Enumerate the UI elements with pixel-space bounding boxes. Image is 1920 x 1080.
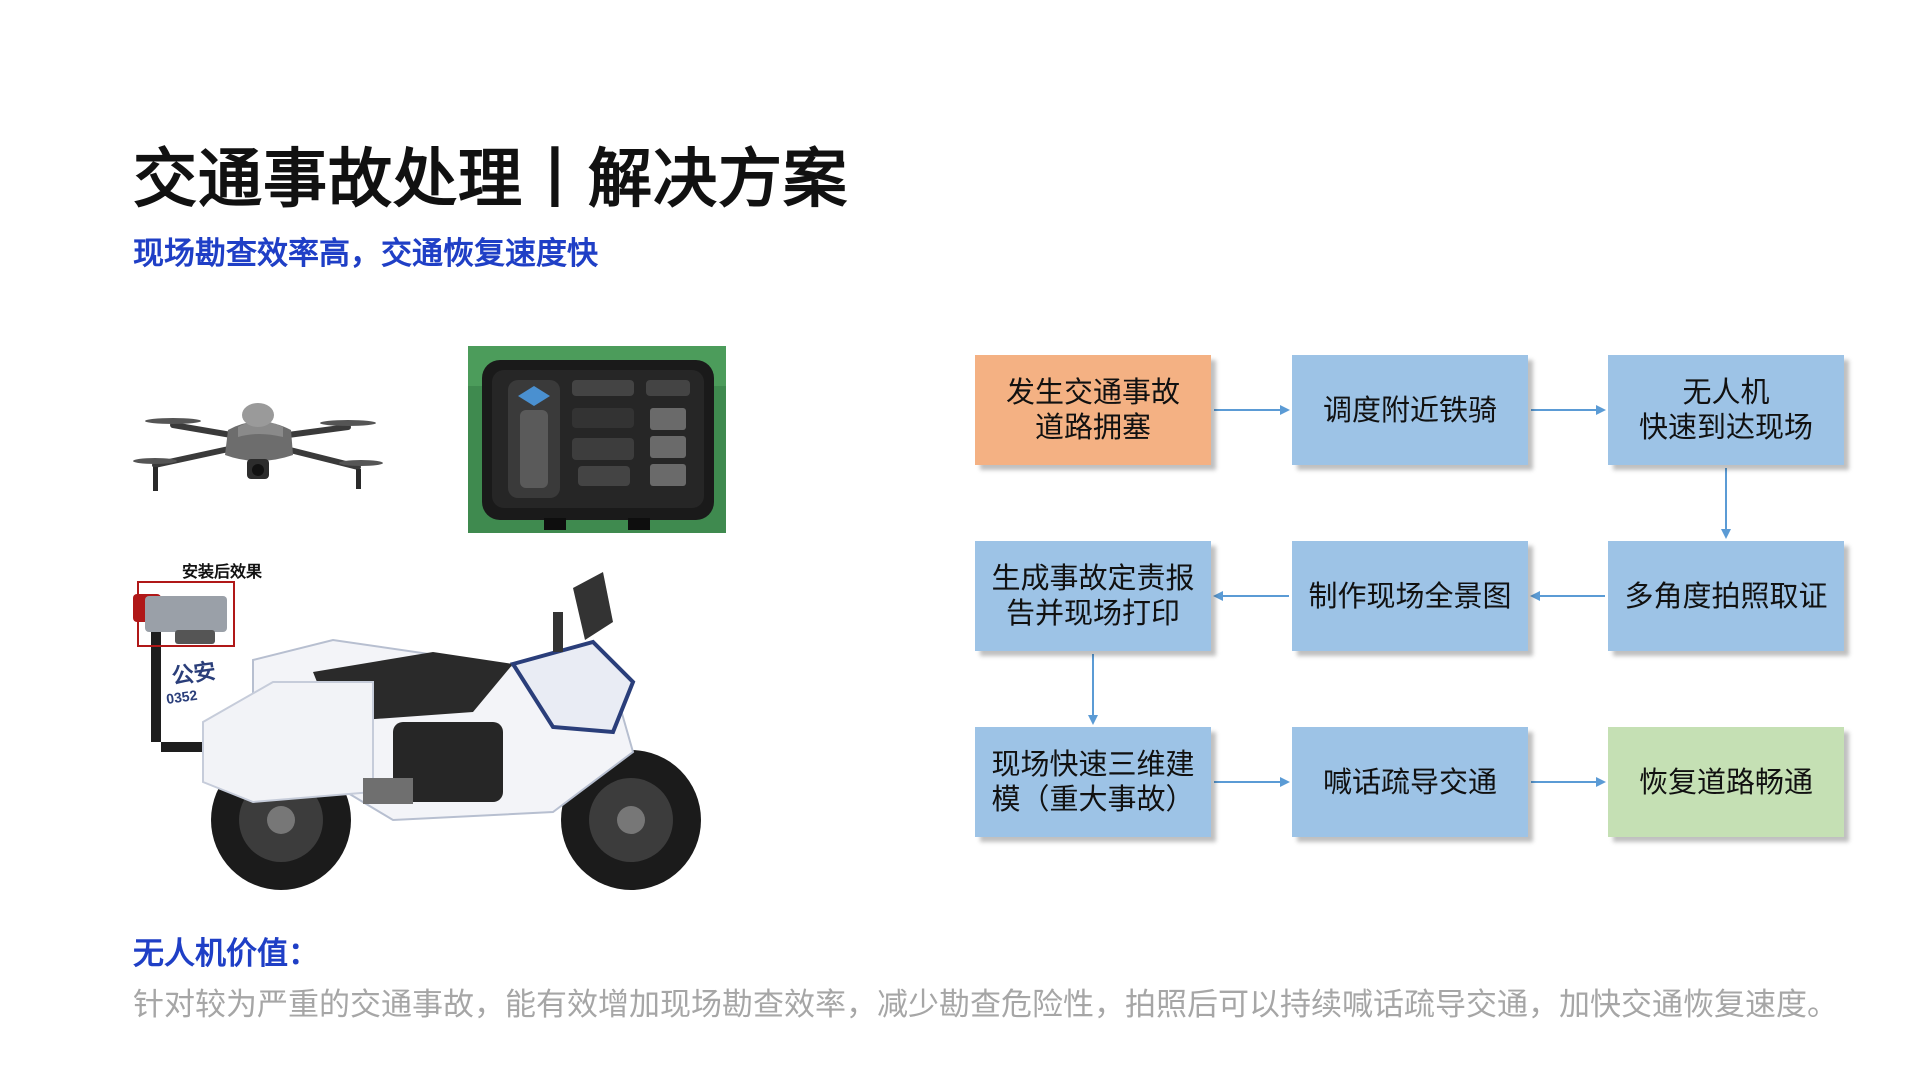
value-body: 针对较为严重的交通事故，能有效增加现场勘查效率，减少勘查危险性，拍照后可以持续喊…: [133, 987, 1838, 1023]
flow-step-3d-model: 现场快速三维建 模（重大事故）: [975, 727, 1211, 837]
workflow-flowchart: 发生交通事故 道路拥塞 调度附近铁骑 无人机 快速到达现场 多角度拍照取证 制作…: [970, 350, 1860, 850]
flow-arrows: [1088, 405, 1731, 787]
drone-icon: [133, 403, 383, 491]
flow-step-arrive: 无人机 快速到达现场: [1608, 355, 1844, 465]
value-heading: 无人机价值：: [133, 936, 319, 972]
drone-case-icon: [468, 346, 726, 533]
flow-step-panorama: 制作现场全景图: [1292, 541, 1528, 651]
motorcycle-decal: 公安: [170, 658, 217, 689]
flow-step-photograph: 多角度拍照取证: [1608, 541, 1844, 651]
page-title: 交通事故处理丨解决方案: [133, 143, 848, 217]
flow-step-dispatch: 调度附近铁骑: [1292, 355, 1528, 465]
police-motorcycle-icon: 公安 0352: [133, 572, 701, 890]
flow-step-restore: 恢复道路畅通: [1608, 727, 1844, 837]
motorcycle-label: 安装后效果: [182, 562, 263, 581]
flow-step-report: 生成事故定责报 告并现场打印: [975, 541, 1211, 651]
flow-step-broadcast: 喊话疏导交通: [1292, 727, 1528, 837]
page-subtitle: 现场勘查效率高，交通恢复速度快: [133, 236, 598, 272]
flow-step-accident: 发生交通事故 道路拥塞: [975, 355, 1211, 465]
motorcycle-number: 0352: [165, 687, 198, 707]
